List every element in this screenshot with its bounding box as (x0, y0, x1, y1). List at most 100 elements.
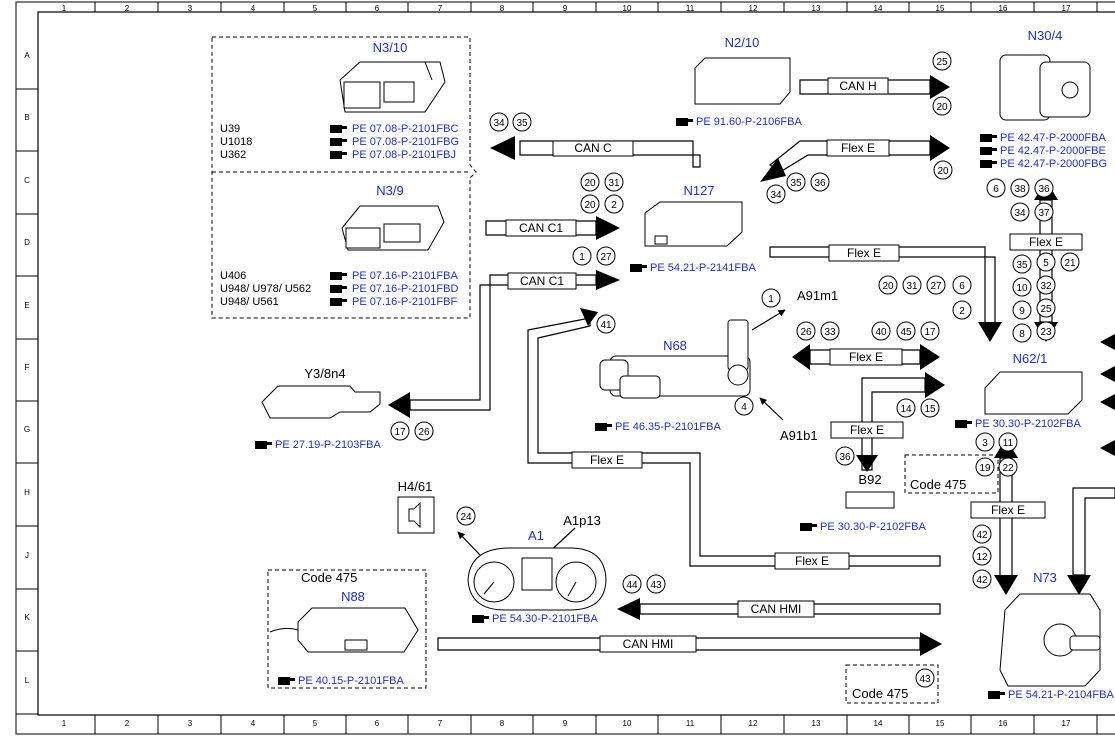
svg-text:36: 36 (814, 178, 826, 189)
svg-text:2: 2 (959, 306, 965, 317)
svg-text:3: 3 (982, 438, 988, 449)
svg-text:23: 23 (1040, 327, 1052, 338)
callout-1: 1 (572, 246, 592, 266)
callout-36: 36 (835, 446, 855, 466)
callout-25: 25 (1036, 298, 1056, 318)
speaker-h4-61: H4/61 (397, 479, 435, 534)
dashed-groups (211, 36, 999, 704)
ref-n2-10: PE 91.60-P-2106FBA (696, 116, 802, 128)
grid-col-top-8: 8 (500, 4, 505, 13)
callout-26: 26 (796, 321, 816, 341)
component-label-n2-10: N2/10 (725, 35, 760, 50)
callout-10: 10 (1012, 277, 1032, 297)
variants-n3-10: U39 U1018 U362 PE 07.08-P-2101FBC PE 07.… (220, 123, 459, 161)
svg-text:26: 26 (418, 427, 430, 438)
svg-text:8: 8 (1019, 329, 1025, 340)
svg-text:32: 32 (1040, 281, 1052, 292)
grid-col-top-17: 17 (1062, 4, 1071, 13)
bus-label-can-c1-2: CAN C1 (520, 274, 564, 288)
svg-text:37: 37 (1038, 208, 1050, 219)
outer-frame (15, 1, 1115, 735)
callout-38: 38 (1010, 178, 1030, 198)
grid-col-bottom-12: 12 (749, 719, 758, 728)
grid-col-top-9: 9 (563, 4, 568, 13)
svg-text:14: 14 (900, 404, 912, 415)
component-label-n62-1: N62/1 (1013, 351, 1048, 366)
svg-text:21: 21 (1064, 258, 1076, 269)
ref-b92: PE 30.30-P-2102FBA (820, 521, 926, 533)
grid-col-bottom-2: 2 (125, 719, 130, 728)
svg-text:45: 45 (900, 327, 912, 338)
ref-n68: PE 46.35-P-2101FBA (615, 421, 721, 433)
svg-text:12: 12 (976, 552, 988, 563)
grid-col-bottom-16: 16 (999, 719, 1008, 728)
svg-text:17: 17 (394, 427, 406, 438)
svg-text:2: 2 (611, 200, 617, 211)
callout-21: 21 (1060, 252, 1080, 272)
bus-lines (388, 75, 1115, 656)
grid-col-top-7: 7 (438, 4, 443, 13)
grid-row-D: D (24, 238, 30, 247)
grid-col-top-14: 14 (874, 4, 883, 13)
svg-text:26: 26 (800, 327, 812, 338)
callout-5: 5 (1036, 252, 1056, 272)
variant-code-n3-9-0: U406 (220, 270, 246, 282)
module-y3-8n4: Y3/8n4 (261, 366, 381, 419)
grid-col-bottom-8: 8 (500, 719, 505, 728)
callout-6: 6 (986, 178, 1006, 198)
svg-text:42: 42 (976, 530, 988, 541)
callout-43: 43 (915, 668, 935, 688)
svg-text:40: 40 (875, 327, 887, 338)
bus-label-flex-e-7: Flex E (991, 503, 1025, 517)
callout-15: 15 (920, 398, 940, 418)
callout-25: 25 (932, 51, 952, 71)
component-label-a1p13: A1p13 (563, 513, 601, 528)
module-n62-1: N62/1 (984, 351, 1083, 415)
bus-label-flex-e-3: Flex E (1029, 235, 1063, 249)
svg-text:36: 36 (839, 452, 851, 463)
ref-a1: PE 54.30-P-2101FBA (492, 613, 598, 625)
callout-14: 14 (896, 398, 916, 418)
grid-col-top-1: 1 (62, 4, 67, 13)
svg-text:35: 35 (790, 178, 802, 189)
grid-row-C: C (24, 176, 30, 185)
frame (37, 11, 1115, 716)
svg-text:25: 25 (1040, 304, 1052, 315)
callout-8: 8 (1012, 323, 1032, 343)
callout-37: 37 (1034, 202, 1054, 222)
grid-col-bottom-3: 3 (188, 719, 193, 728)
references: PE 91.60-P-2106FBA PE 42.47-P-2000FBA PE… (255, 116, 1114, 701)
grid-col-bottom-10: 10 (623, 719, 632, 728)
svg-text:1: 1 (579, 252, 585, 263)
component-label-n68: N68 (663, 338, 687, 353)
grid-row-L: L (25, 676, 30, 685)
component-label-n3-10: N3/10 (373, 40, 408, 55)
callout-34: 34 (1010, 202, 1030, 222)
variant-code-n3-10-0: U39 (220, 123, 240, 135)
module-n68: N68 (599, 319, 751, 399)
component-label-a91m1: A91m1 (797, 288, 838, 303)
callout-34: 34 (489, 112, 509, 132)
callout-35: 35 (1012, 254, 1032, 274)
grid-row-K: K (24, 613, 30, 622)
grid-row-H: H (24, 488, 30, 497)
callout-43: 43 (646, 574, 666, 594)
code-label-n88: Code 475 (301, 570, 357, 585)
callout-20: 20 (932, 96, 952, 116)
bus-label-can-h: CAN H (839, 79, 876, 93)
svg-text:43: 43 (919, 674, 931, 685)
callout-22: 22 (998, 457, 1018, 477)
variant-code-n3-9-2: U948/ U561 (220, 296, 279, 308)
grid-row-J: J (25, 551, 29, 560)
grid-col-top-6: 6 (375, 4, 380, 13)
grid-col-bottom-5: 5 (313, 719, 318, 728)
bus-label-flex-e-8: Flex E (795, 554, 829, 568)
svg-text:44: 44 (626, 580, 638, 591)
callout-17: 17 (920, 321, 940, 341)
callout-20: 20 (580, 194, 600, 214)
grid-col-top-16: 16 (999, 4, 1008, 13)
grid-col-top-13: 13 (812, 4, 821, 13)
callout-35: 35 (786, 172, 806, 192)
